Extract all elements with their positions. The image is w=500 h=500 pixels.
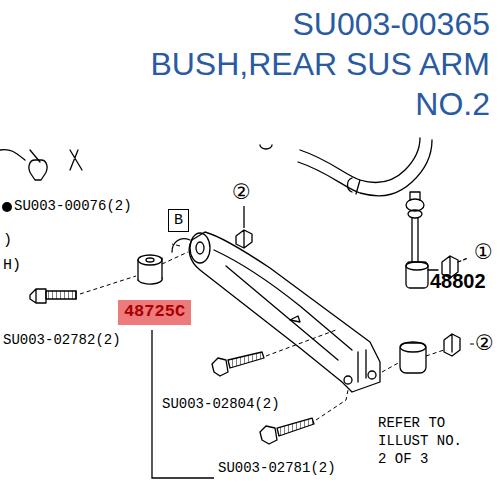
cut-label: ) bbox=[3, 232, 12, 249]
callout-number: ② bbox=[232, 180, 251, 204]
highlight-box: 48725C bbox=[118, 300, 191, 325]
part-code: 48802 bbox=[430, 270, 486, 293]
reference-box: B bbox=[168, 209, 189, 232]
bullet-dot bbox=[2, 202, 12, 212]
part-number: SU003-02804(2) bbox=[162, 396, 280, 412]
node-text: 48725C bbox=[122, 303, 187, 322]
title-heading: SU003-00365 BUSH,REAR SUS ARM NO.2 bbox=[130, 4, 490, 124]
part-number: SU003-00076(2) bbox=[14, 198, 132, 214]
part-number: SU003-02782(2) bbox=[3, 332, 121, 348]
note-text: REFER TO ILLUST NO. 2 OF 3 bbox=[378, 414, 470, 469]
callout-number: ② bbox=[475, 331, 494, 355]
node-text: B bbox=[173, 213, 184, 230]
callout-number: ① bbox=[474, 240, 493, 264]
part-number: SU003-02781(2) bbox=[218, 460, 336, 476]
cut-label: H) bbox=[3, 257, 21, 274]
